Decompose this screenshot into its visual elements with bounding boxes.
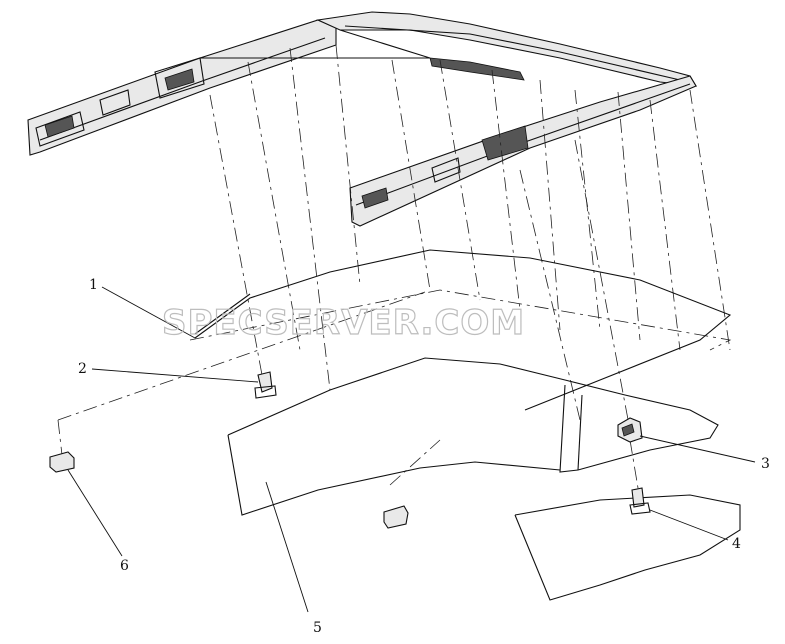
clip-part-2 [254,371,277,399]
callout-1: 1 [89,277,98,293]
callout-2: 2 [78,361,87,377]
callout-6: 6 [120,558,129,574]
projection-lines [57,44,732,501]
callout-3: 3 [761,456,770,472]
bracket-part-3 [617,417,643,443]
callout-5: 5 [313,620,322,636]
callout-labels: 1 2 3 4 5 6 [78,277,770,636]
leader-lines [67,286,756,613]
headliner-panel [227,357,741,601]
callout-4: 4 [732,536,741,552]
watermark-text: SPECSERVER.COM [162,303,525,343]
clip-part-6 [49,451,409,529]
sealing-strip [194,249,732,411]
roof-frame-assembly [27,11,698,227]
screw-part-4 [629,487,651,515]
